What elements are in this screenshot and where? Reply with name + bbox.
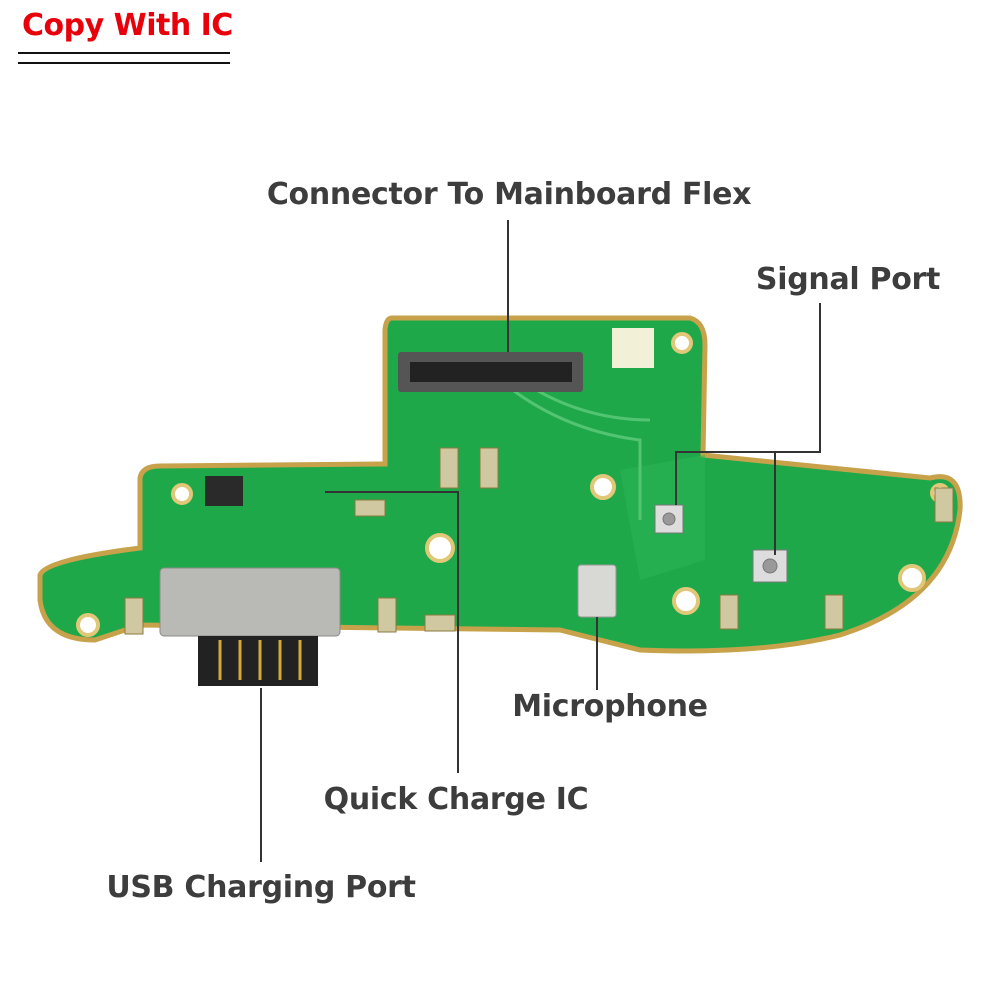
label-signal-port: Signal Port [755,262,941,297]
title-underline [18,62,230,64]
copy-with-ic-title: Copy With IC [22,8,233,43]
microphone-component [577,564,617,618]
white-pad [612,328,654,368]
board-connector [398,352,583,392]
gold-contacts [124,447,954,635]
usb-c-port [159,567,341,686]
quick-charge-ic-chip [205,476,243,506]
callout-lines [260,220,821,862]
label-connector: Connector To Mainboard Flex [266,177,752,212]
label-microphone: Microphone [512,689,708,724]
mounting-holes [76,332,950,637]
label-quick-charge-ic: Quick Charge IC [323,782,589,817]
title-underline [18,52,230,54]
signal-port-connectors [654,504,788,583]
label-usb-charging-port: USB Charging Port [106,870,416,905]
